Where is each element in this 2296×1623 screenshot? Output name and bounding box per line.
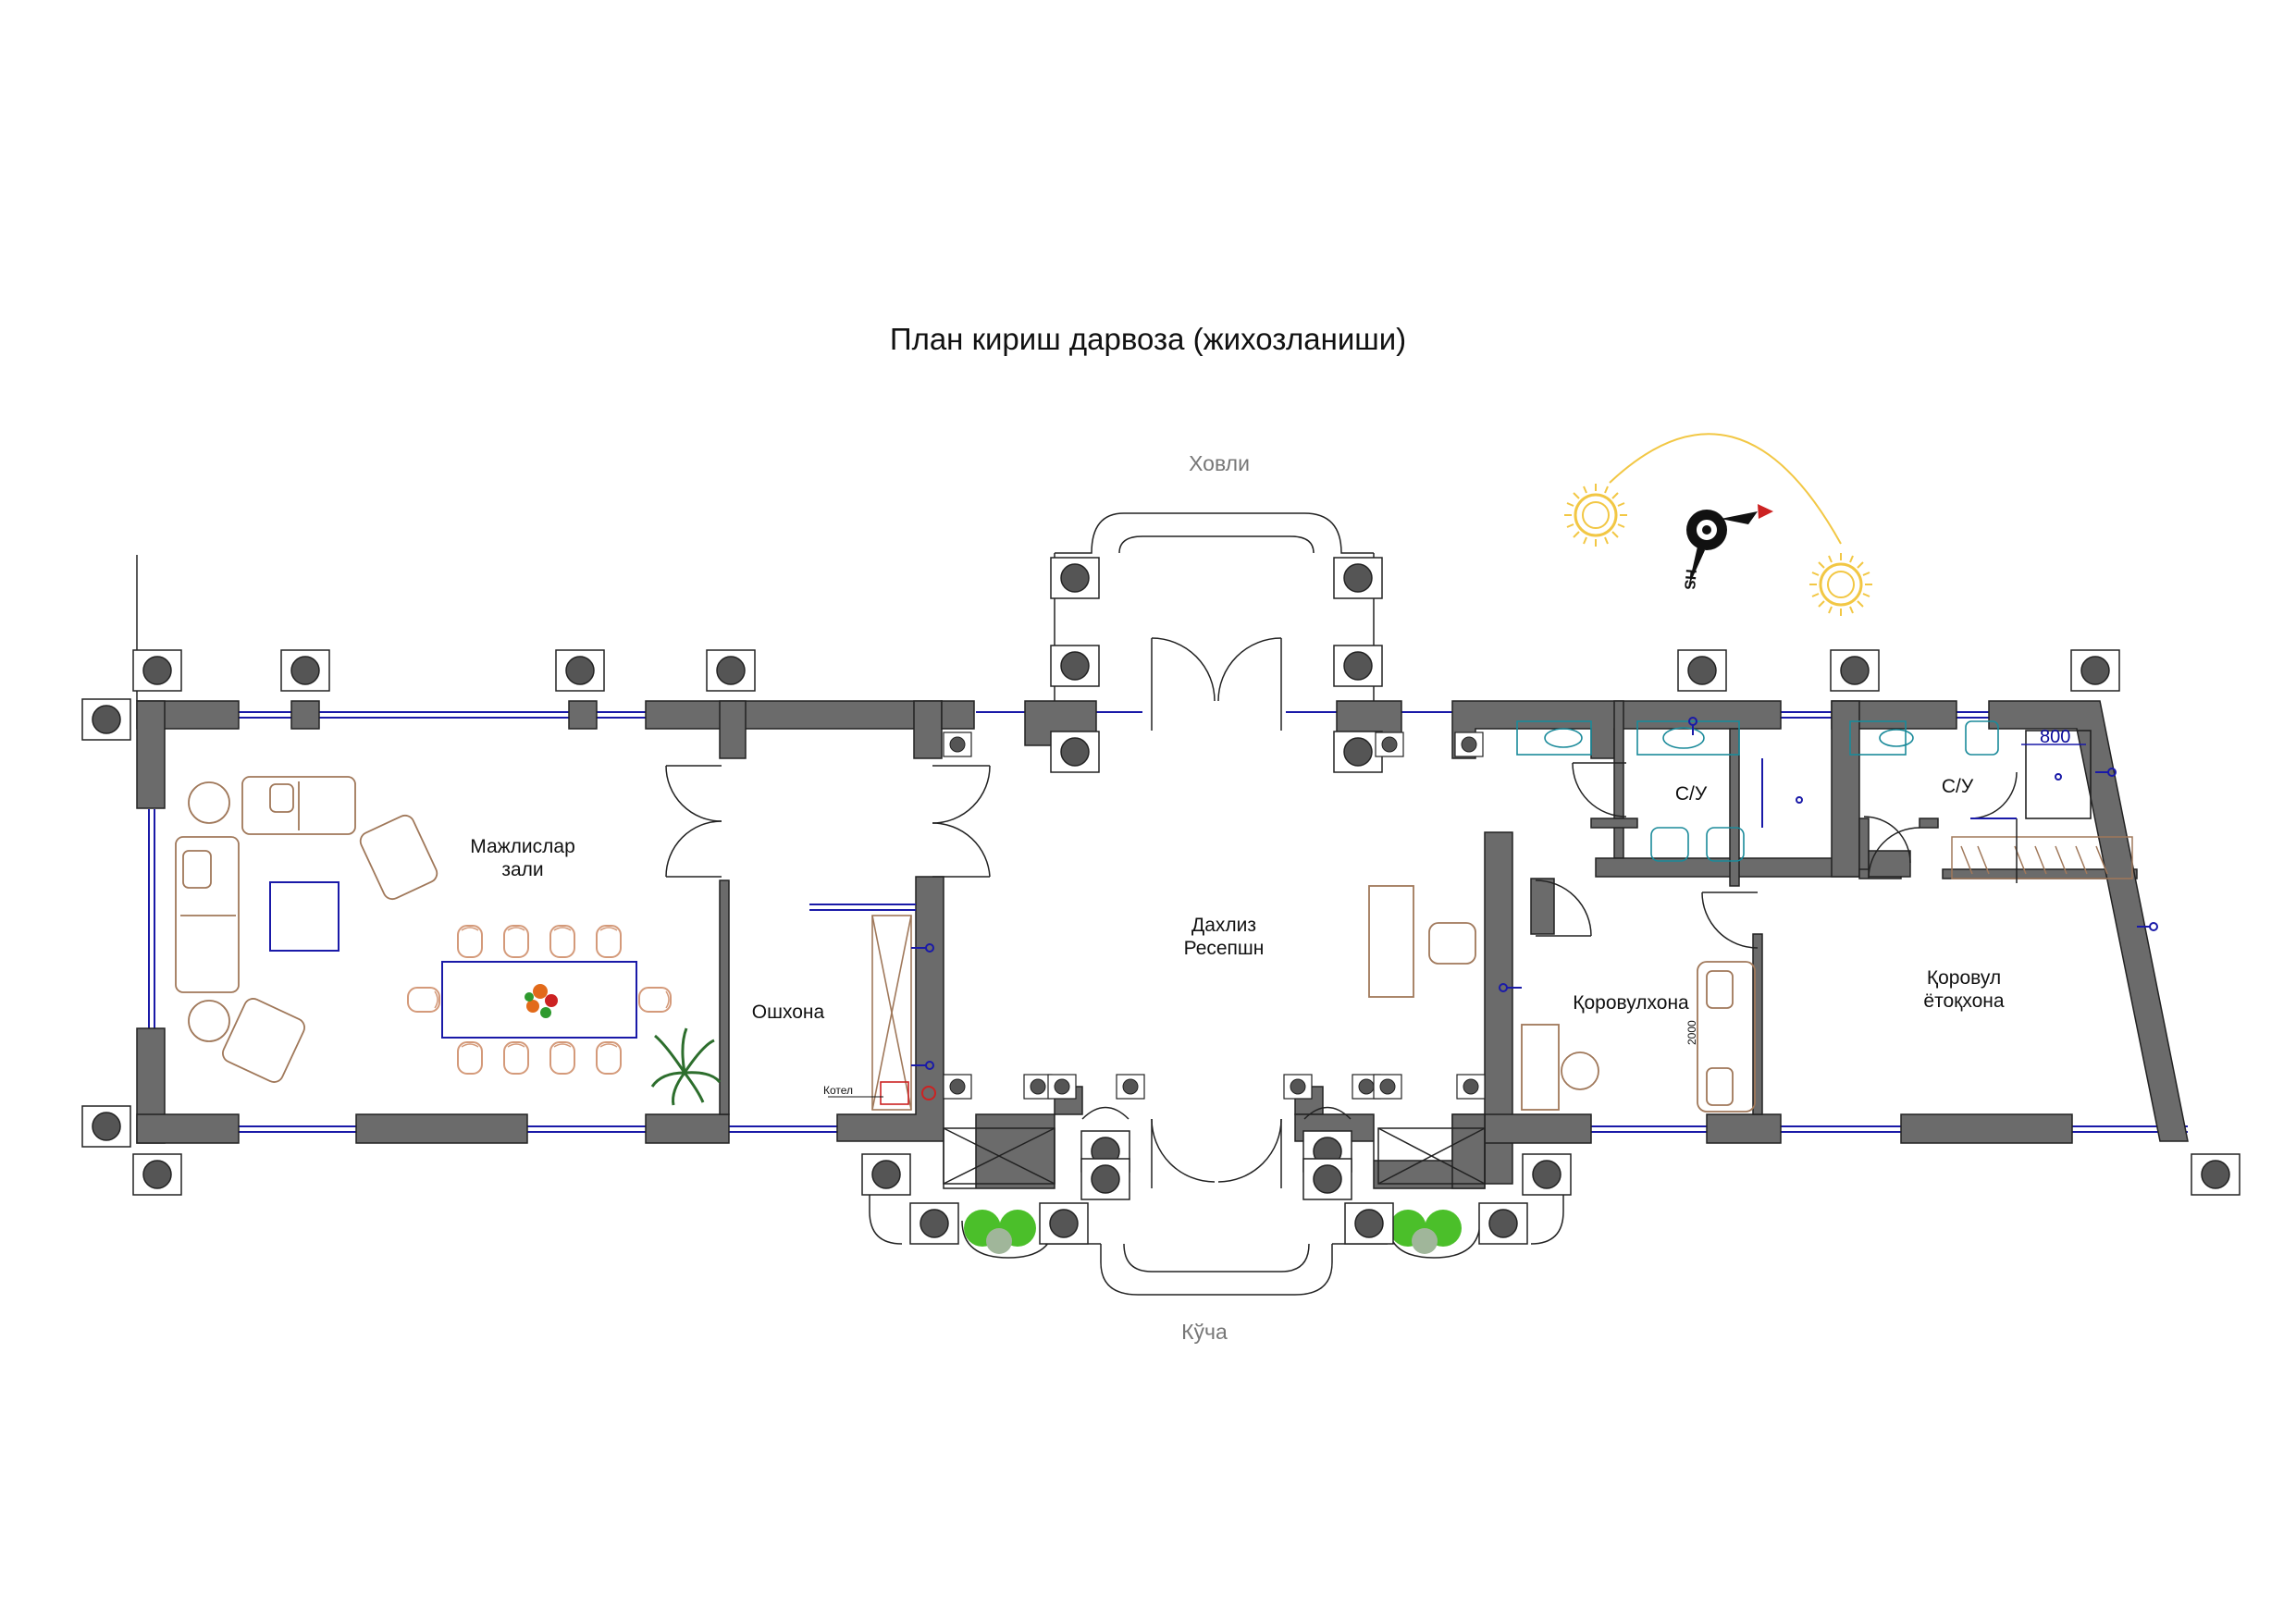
boiler-label: Котел [823, 1084, 854, 1097]
room-guard-bedroom-line2: ётоқхона [1923, 990, 2005, 1013]
boiler-icon [828, 1081, 936, 1105]
room-majlis-line1: Мажлислар [470, 836, 575, 857]
table-flowers-icon [525, 984, 558, 1018]
reception-desk [1368, 885, 1476, 998]
sun-icon [1562, 482, 1629, 548]
room-majlis: Мажлислар зали [412, 835, 634, 881]
wc-fixtures [1516, 720, 2092, 862]
page-title: План кириш дарвоза (жихозланиши) [889, 322, 1407, 356]
room-kitchen: Ошхона [751, 1002, 825, 1023]
label-street: Кўча [1181, 1320, 1228, 1344]
room-guard-bedroom: Қоровул ётоқхона [1853, 966, 2075, 1013]
sun-icon [1808, 551, 1874, 618]
sun-path [1562, 433, 1874, 618]
dimension-800: 800 [2040, 727, 2071, 747]
plant-icon [650, 1027, 722, 1106]
room-lobby-line1: Дахлиз [1191, 915, 1256, 936]
majlis-furniture [175, 776, 438, 1083]
room-wc-1: С/У [1674, 783, 1708, 805]
room-guard-bedroom-line1: Қоровул [1926, 967, 2002, 989]
room-lobby: Дахлиз Ресепшн [1113, 914, 1335, 960]
walls [136, 700, 2189, 1189]
guard-room-furniture [1521, 961, 1756, 1113]
socket-icons [911, 717, 2158, 1070]
vestibule-top [1054, 512, 1375, 731]
label-yard: Ховли [1189, 451, 1250, 475]
svg-text:HS: HS [1681, 569, 1698, 591]
room-guard: Қоровулхона [1573, 992, 1689, 1014]
sofa-dimension: 2000 [1685, 1020, 1698, 1045]
wardrobe [1951, 836, 2133, 879]
compass-icon: HS [1681, 504, 1773, 591]
room-wc-2: С/У [1941, 776, 1974, 797]
interior-doors [665, 762, 2018, 949]
room-majlis-line2: зали [501, 859, 544, 881]
kitchen-units [809, 904, 916, 1111]
room-lobby-line2: Ресепшн [1183, 938, 1265, 960]
dining-set [407, 925, 672, 1075]
planter-icons [964, 1210, 1462, 1254]
